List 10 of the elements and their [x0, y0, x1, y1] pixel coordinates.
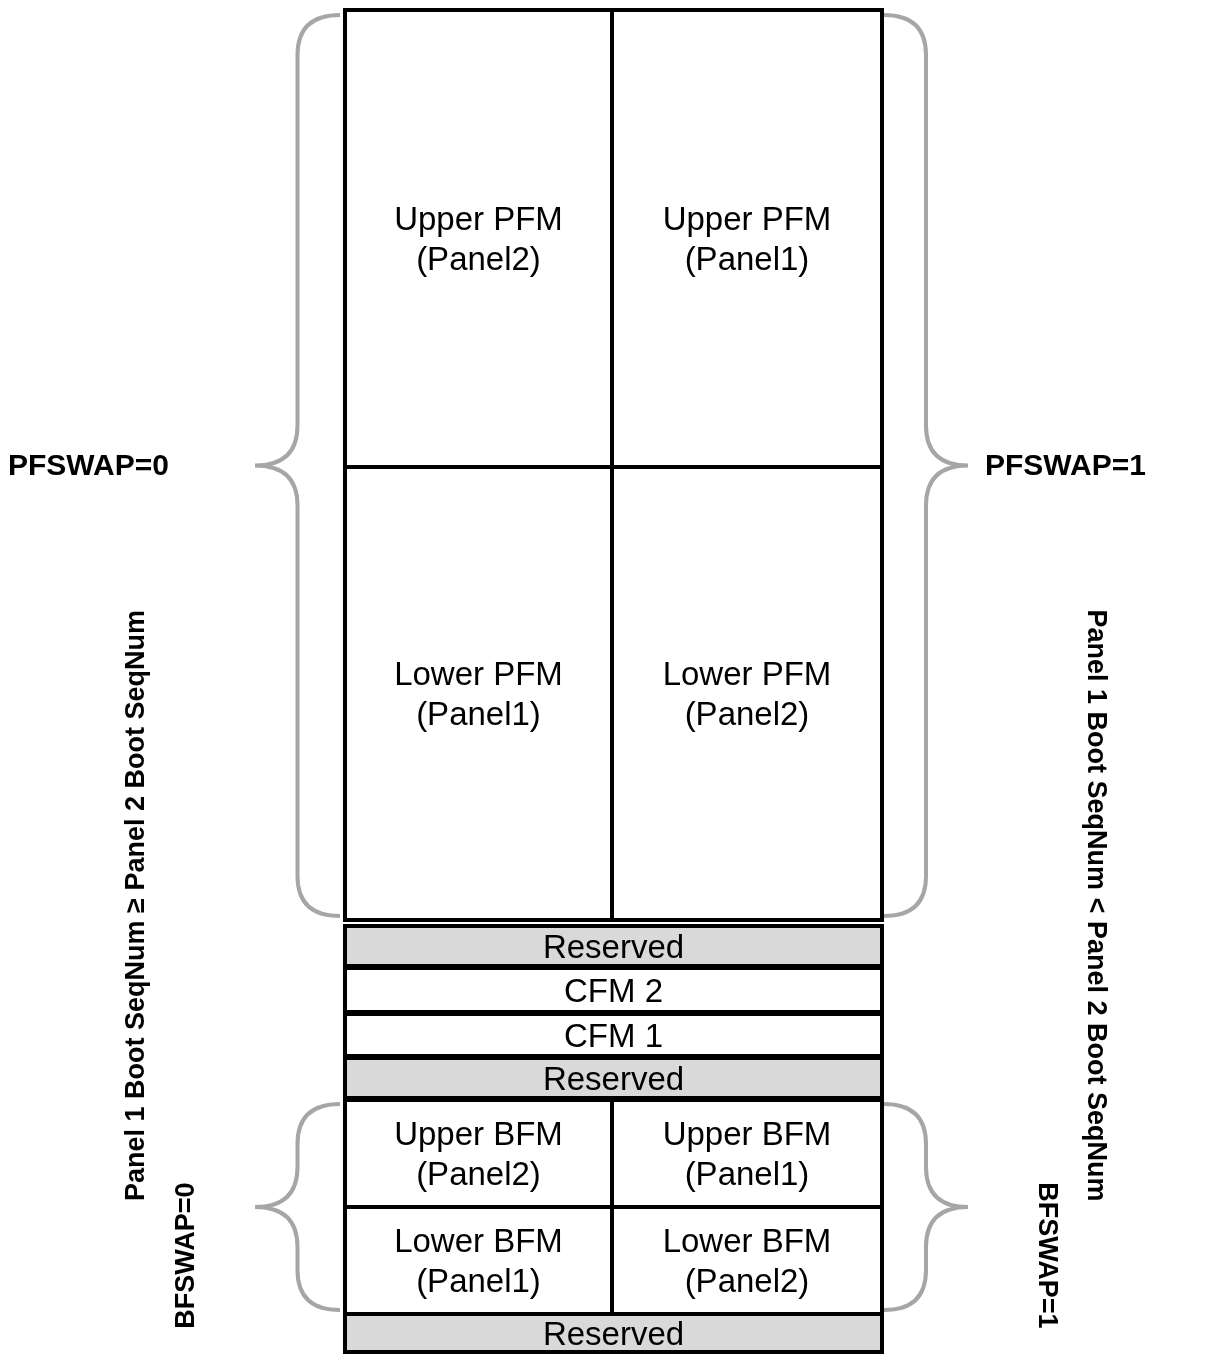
rotated-label: BFSWAP=0 — [169, 1181, 201, 1329]
memory-region: Reserved — [343, 924, 884, 968]
memory-region: Reserved — [343, 1056, 884, 1100]
memory-region: CFM 1 — [343, 1012, 884, 1058]
rotated-label: BFSWAP=1 — [1031, 1181, 1063, 1329]
swap-label: PFSWAP=0 — [8, 448, 169, 482]
memory-region: CFM 2 — [343, 966, 884, 1014]
rotated-label: Panel 1 Boot SeqNum < Panel 2 Boot SeqNum — [1081, 609, 1113, 1201]
swap-label: PFSWAP=1 — [985, 448, 1146, 482]
rotated-label: Panel 1 Boot SeqNum ≥ Panel 2 Boot SeqNum — [119, 609, 151, 1201]
